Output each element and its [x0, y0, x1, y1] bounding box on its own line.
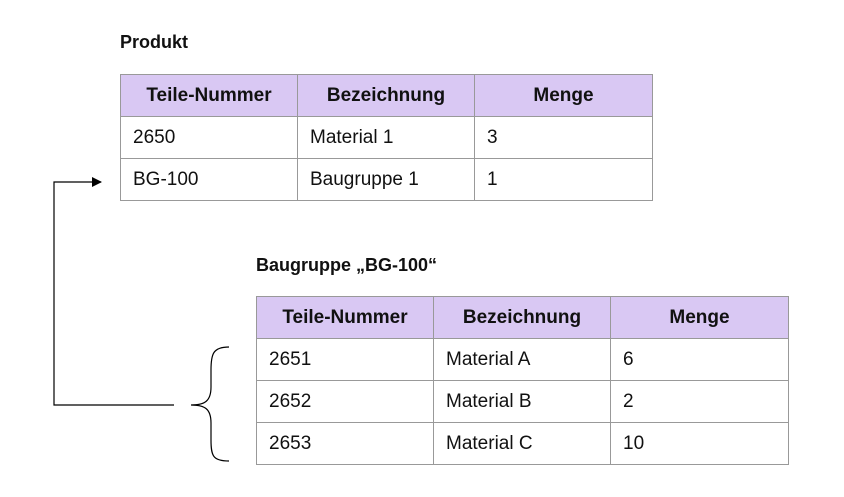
cell-designation: Material 1 — [297, 116, 475, 159]
cell-part-number: BG-100 — [120, 158, 298, 201]
table-header-row: Teile-Nummer Bezeichnung Menge — [120, 74, 653, 117]
table-row: 2653 Material C 10 — [256, 422, 789, 465]
cell-quantity: 6 — [610, 338, 789, 381]
product-table: Teile-Nummer Bezeichnung Menge 2650 Mate… — [120, 74, 653, 201]
cell-designation: Baugruppe 1 — [297, 158, 475, 201]
cell-designation: Material C — [433, 422, 611, 465]
table-row: 2651 Material A 6 — [256, 338, 789, 381]
table-header-row: Teile-Nummer Bezeichnung Menge — [256, 296, 789, 339]
header-quantity: Menge — [474, 74, 653, 117]
reference-arrow — [53, 177, 174, 406]
table-row: 2652 Material B 2 — [256, 380, 789, 423]
assembly-table: Teile-Nummer Bezeichnung Menge 2651 Mate… — [256, 296, 789, 465]
table-row: BG-100 Baugruppe 1 1 — [120, 158, 653, 201]
header-part-number: Teile-Nummer — [256, 296, 434, 339]
cell-designation: Material A — [433, 338, 611, 381]
header-designation: Bezeichnung — [433, 296, 611, 339]
cell-quantity: 10 — [610, 422, 789, 465]
cell-part-number: 2653 — [256, 422, 434, 465]
cell-quantity: 2 — [610, 380, 789, 423]
cell-part-number: 2650 — [120, 116, 298, 159]
cell-part-number: 2651 — [256, 338, 434, 381]
header-part-number: Teile-Nummer — [120, 74, 298, 117]
assembly-title: Baugruppe „BG-100“ — [256, 255, 438, 275]
cell-designation: Material B — [433, 380, 611, 423]
curly-brace — [190, 346, 230, 462]
header-designation: Bezeichnung — [297, 74, 475, 117]
header-quantity: Menge — [610, 296, 789, 339]
table-row: 2650 Material 1 3 — [120, 116, 653, 159]
cell-quantity: 3 — [474, 116, 653, 159]
cell-quantity: 1 — [474, 158, 653, 201]
product-title: Produkt — [120, 32, 189, 52]
cell-part-number: 2652 — [256, 380, 434, 423]
